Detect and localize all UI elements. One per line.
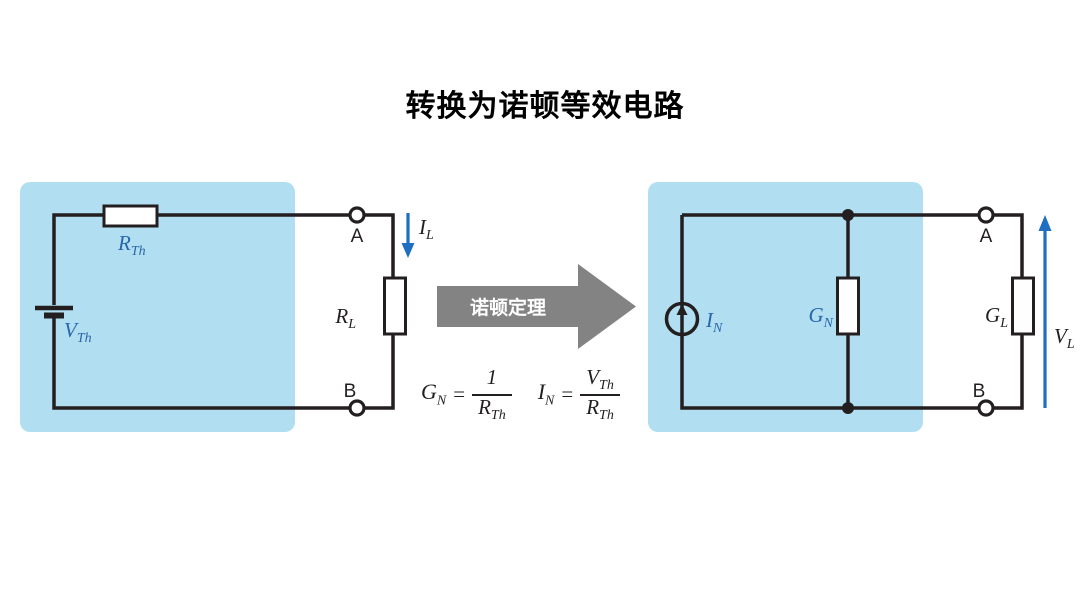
resistor-rth	[102, 204, 159, 228]
norton-loop-wire	[680, 213, 1024, 410]
label-gn: GN	[808, 303, 833, 331]
terminal-a-left	[348, 206, 366, 224]
label-gl: GL	[985, 303, 1008, 331]
label-rl: RL	[334, 304, 356, 332]
label-vth: VTh	[64, 318, 92, 346]
thevenin-source-highlight-box	[20, 182, 295, 432]
equals-sign: =	[561, 382, 574, 407]
denominator: RTh	[586, 394, 614, 423]
fraction-bar	[472, 393, 512, 396]
junction-dot-bottom	[842, 402, 854, 414]
label-terminal-b-left: B	[344, 381, 357, 402]
label-il: IL	[418, 215, 434, 243]
resistor-gl	[1011, 276, 1035, 336]
formulas: GN = 1 RTh IN = VTh RTh	[421, 365, 620, 423]
label-in: IN	[705, 308, 723, 336]
formula-gn-fraction: 1 RTh	[472, 365, 512, 423]
formula-in-fraction: VTh RTh	[580, 365, 620, 423]
label-rth: RTh	[117, 231, 146, 259]
page-title: 转换为诺顿等效电路	[405, 90, 685, 123]
label-terminal-a-right: A	[980, 226, 993, 247]
resistor-rl	[383, 276, 407, 336]
terminal-b-left	[348, 399, 366, 417]
junction-dot-top	[842, 209, 854, 221]
denominator: RTh	[478, 394, 506, 423]
load-current-arrowhead-icon	[401, 243, 415, 258]
label-terminal-a-left: A	[351, 226, 364, 247]
resistor-gn	[836, 276, 860, 336]
load-voltage-arrowhead-icon	[1038, 215, 1052, 231]
current-source-arrowhead-icon	[676, 304, 688, 315]
label-vl: VL	[1054, 324, 1075, 352]
formula-in: IN = VTh RTh	[537, 365, 620, 423]
formula-gn: GN = 1 RTh	[421, 365, 512, 423]
label-terminal-b-right: B	[973, 381, 986, 402]
norton-theorem-arrow-label: 诺顿定理	[470, 296, 546, 319]
norton-theorem-arrow-icon	[437, 264, 636, 349]
current-source-circle	[664, 301, 700, 337]
numerator: 1	[486, 365, 498, 389]
terminal-a-right	[977, 206, 995, 224]
fraction-bar	[580, 393, 620, 396]
formula-gn-lhs: GN	[421, 379, 447, 409]
equals-sign: =	[453, 382, 466, 407]
formula-in-lhs: IN	[537, 379, 555, 409]
terminal-b-right	[977, 399, 995, 417]
norton-source-highlight-box	[648, 182, 923, 432]
numerator: VTh	[586, 365, 614, 394]
